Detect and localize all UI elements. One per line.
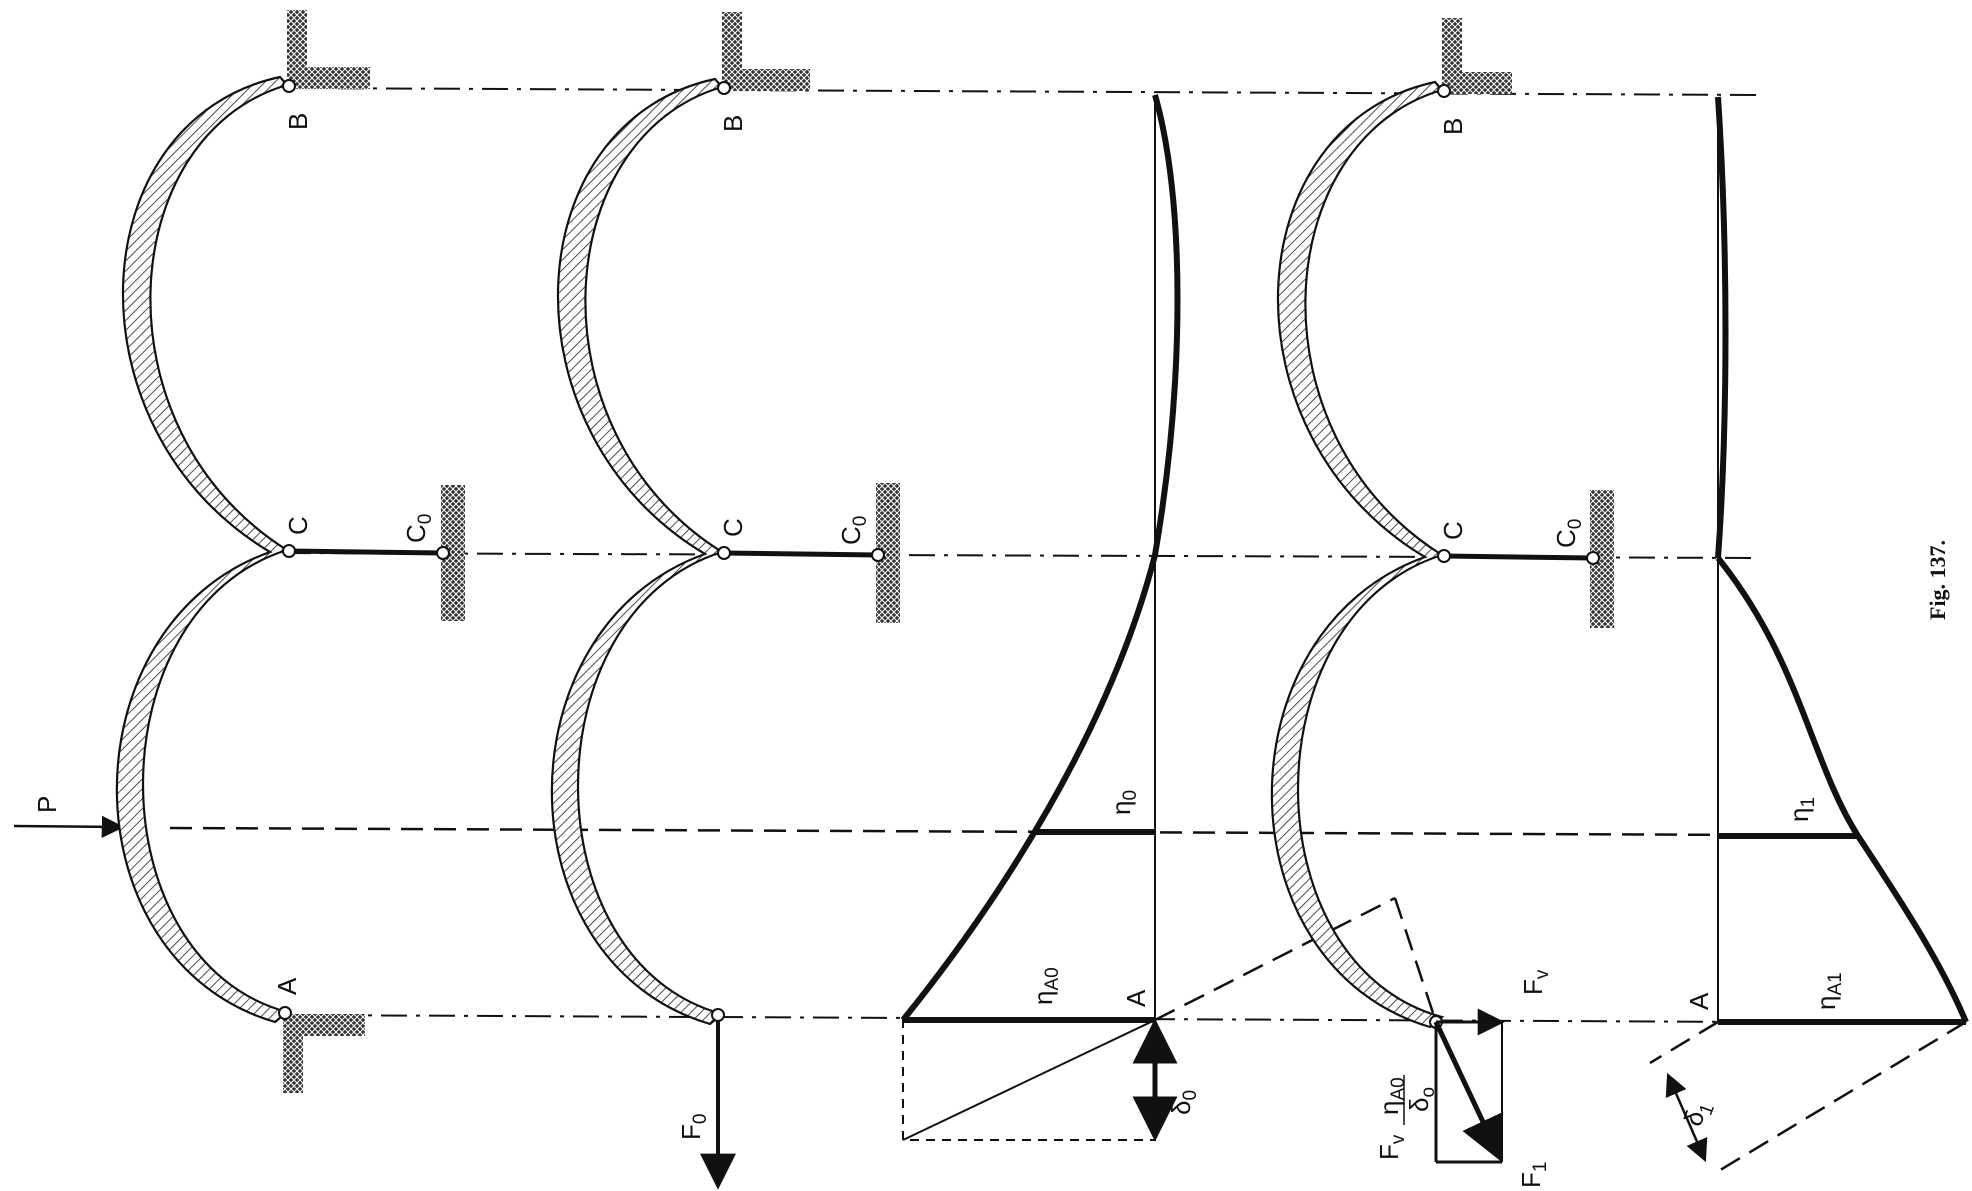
hinge-B — [717, 81, 731, 95]
strut-C-C0 — [288, 548, 444, 556]
panel-2-arch: B C C0 F0 — [550, 12, 900, 1190]
label-C: C — [718, 518, 748, 537]
label-ratio-den: δo — [1404, 1087, 1439, 1112]
hinge-C0 — [871, 548, 885, 562]
line-B-level — [289, 87, 1761, 96]
label-etaA1: ηA1 — [1811, 972, 1846, 1010]
load-line-P — [169, 826, 1756, 837]
curve-lower — [900, 554, 1158, 1022]
line-C-level — [284, 552, 1761, 559]
influence-line-0: η0 ηA0 A δ0 — [900, 94, 1396, 1142]
hinge-B — [282, 79, 296, 93]
label-F1: F1 — [1516, 1162, 1551, 1188]
label-C0: C0 — [1551, 519, 1586, 548]
arch-rib — [1270, 80, 1445, 1029]
label-delta0: δ0 — [1166, 1090, 1201, 1115]
force-extension — [1393, 897, 1438, 1023]
label-Fv-factor: Fv — [1374, 1134, 1409, 1160]
construction-line-2 — [1649, 1020, 1719, 1065]
support-B-base — [730, 69, 810, 91]
support-B-base — [1450, 72, 1512, 94]
label-A: A — [1684, 992, 1714, 1010]
label-F0: F0 — [676, 1114, 711, 1140]
hinge-C — [717, 546, 731, 560]
strut-C-C0 — [1443, 553, 1594, 561]
load-P: P — [13, 796, 125, 839]
label-etaA0: ηA0 — [1028, 967, 1063, 1005]
hinge-B — [1437, 84, 1451, 98]
label-Fv: Fv — [1518, 969, 1553, 995]
construction-line — [1711, 1020, 1967, 1177]
label-eta1: η1 — [1784, 797, 1819, 822]
strut-C-C0 — [723, 550, 879, 558]
label-B: B — [718, 115, 748, 132]
force-F1-arrow — [1433, 1020, 1504, 1163]
hinge-C — [1437, 549, 1451, 563]
delta1-dimension — [1665, 1072, 1708, 1163]
load-label: P — [32, 796, 62, 813]
label-eta0: η0 — [1106, 790, 1141, 815]
arch-rib — [115, 75, 290, 1024]
hinge-C — [282, 544, 296, 558]
load-arrow — [13, 815, 125, 839]
hinge-A — [278, 1006, 292, 1020]
curve-lower — [1715, 556, 1969, 1024]
hinge-C0 — [436, 546, 450, 560]
arch-rib — [550, 77, 725, 1026]
panel-3-arch: B C C0 Fv F1 Fv ηA0 δo — [1270, 18, 1614, 1188]
curve-upper — [1715, 96, 1729, 559]
panel-1-arch: B C C0 A — [115, 10, 465, 1093]
support-A-base — [290, 1014, 365, 1036]
curve-upper — [1152, 94, 1181, 556]
label-B: B — [283, 113, 313, 130]
label-C0: C0 — [401, 514, 436, 543]
figure-caption: Fig. 137. — [1925, 540, 1950, 620]
hinge-C0 — [1586, 551, 1600, 565]
label-A: A — [272, 977, 302, 995]
extension-line — [1154, 896, 1396, 1022]
label-A: A — [1121, 989, 1151, 1007]
influence-line-1: η1 ηA1 A δ1 — [1649, 96, 1969, 1177]
label-B: B — [1438, 118, 1468, 135]
label-C: C — [1438, 521, 1468, 540]
support-B-base — [295, 67, 370, 89]
hinge-A — [711, 1008, 725, 1022]
label-C: C — [283, 516, 313, 535]
diagonal — [902, 1019, 1156, 1141]
label-C0: C0 — [836, 516, 871, 545]
label-delta1: δ1 — [1677, 1096, 1718, 1132]
